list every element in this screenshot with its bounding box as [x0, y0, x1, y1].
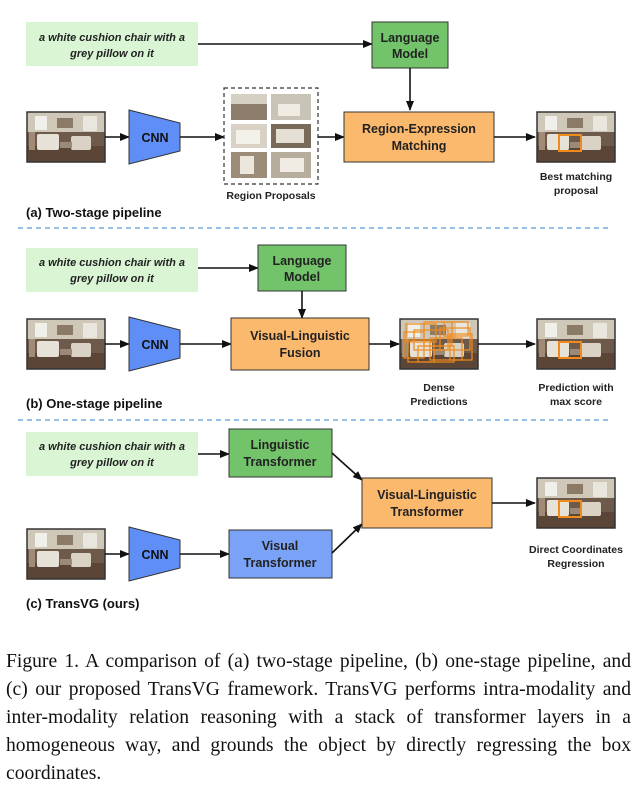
one-stage-language-model-label-1: Language [272, 254, 331, 268]
one-stage-language-model-label-2: Model [284, 270, 320, 284]
region-expression-matching-label-1: Region-Expression [362, 122, 476, 136]
linguistic-transformer-label-2: Transformer [244, 455, 317, 469]
region-proposals-grid [223, 87, 319, 185]
region-expression-matching-label-2: Matching [392, 139, 447, 153]
two-stage-section: a white cushion chair with a grey pillow… [26, 21, 616, 220]
one-stage-sentence-line-1: a white cushion chair with a [39, 257, 185, 269]
transvg-pipeline-label: (c) TransVG (ours) [26, 596, 139, 611]
transvg-sentence-box [26, 432, 198, 476]
dense-predictions-label-2: Predictions [410, 396, 467, 408]
one-stage-input-image [26, 318, 106, 370]
two-stage-output-label-2: proposal [554, 185, 598, 197]
two-stage-language-model-label-2: Model [392, 47, 428, 61]
transvg-output-label-2: Regression [547, 558, 604, 570]
transvg-output-label-1: Direct Coordinates [529, 544, 623, 556]
one-stage-cnn-shape [128, 316, 181, 372]
transvg-section: a white cushion chair with a grey pillow… [26, 428, 623, 611]
one-stage-output-label-2: max score [550, 396, 602, 408]
transvg-input-image [26, 528, 106, 580]
visual-transformer-label-1: Visual [262, 539, 299, 553]
transvg-sentence-line-2: grey pillow on it [69, 457, 155, 469]
two-stage-output-label-1: Best matching [540, 171, 612, 183]
one-stage-output-box [558, 341, 582, 359]
two-stage-language-model-box [371, 21, 449, 69]
one-stage-pipeline-label: (b) One-stage pipeline [26, 396, 163, 411]
two-stage-sentence-line-2: grey pillow on it [69, 48, 155, 60]
visual-linguistic-transformer-label-2: Transformer [391, 505, 464, 519]
two-stage-input-image [26, 111, 106, 163]
two-stage-sentence-box [26, 22, 198, 66]
figure-caption: Figure 1. A comparison of (a) two-stage … [6, 651, 631, 784]
one-stage-sentence-line-2: grey pillow on it [69, 273, 155, 285]
two-stage-output-image [536, 111, 616, 163]
one-stage-output-label-1: Prediction with [538, 382, 613, 394]
visual-to-vl-arrow [331, 523, 363, 554]
transvg-sentence-line-1: a white cushion chair with a [39, 441, 185, 453]
linguistic-to-vl-arrow [331, 452, 363, 481]
transvg-cnn-shape [128, 526, 181, 582]
one-stage-section: a white cushion chair with a grey pillow… [26, 244, 616, 411]
one-stage-cnn-label: CNN [141, 338, 168, 352]
two-stage-sentence-line-1: a white cushion chair with a [39, 32, 185, 44]
transvg-cnn-label: CNN [141, 548, 168, 562]
two-stage-language-model-label-1: Language [380, 31, 439, 45]
dense-prediction-boxes [403, 321, 473, 363]
visual-transformer-box [228, 529, 333, 579]
region-expression-matching-box [343, 111, 495, 163]
dense-predictions-label-1: Dense [423, 382, 455, 394]
one-stage-output-image [536, 318, 616, 370]
transvg-output-image [536, 477, 616, 529]
linguistic-transformer-label-1: Linguistic [250, 438, 309, 452]
two-stage-cnn-label: CNN [141, 131, 168, 145]
region-proposals-label: Region Proposals [226, 190, 315, 202]
one-stage-sentence-box [26, 248, 198, 292]
visual-linguistic-fusion-label-2: Fusion [280, 346, 321, 360]
one-stage-language-model-box [257, 244, 347, 292]
two-stage-pipeline-label: (a) Two-stage pipeline [26, 205, 162, 220]
visual-linguistic-fusion-box [230, 317, 370, 371]
visual-transformer-label-2: Transformer [244, 556, 317, 570]
visual-linguistic-transformer-box [361, 477, 493, 529]
two-stage-output-box [558, 134, 582, 152]
two-stage-cnn-shape [128, 109, 181, 165]
transvg-output-box [558, 500, 582, 518]
linguistic-transformer-box [228, 428, 333, 478]
visual-linguistic-fusion-label-1: Visual-Linguistic [250, 329, 350, 343]
visual-linguistic-transformer-label-1: Visual-Linguistic [377, 488, 477, 502]
pipeline-comparison-diagram: a white cushion chair with a grey pillow… [18, 21, 623, 611]
